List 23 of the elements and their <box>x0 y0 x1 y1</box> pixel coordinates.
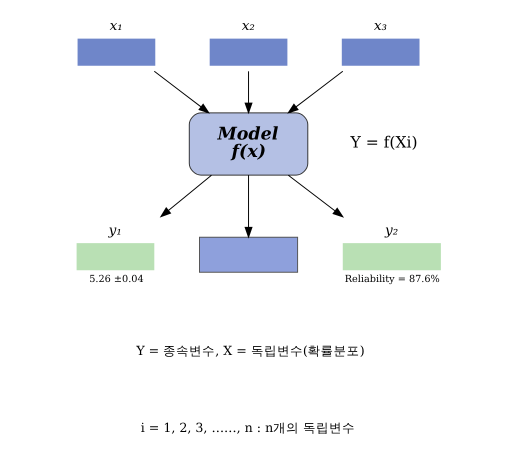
arrow <box>153 70 210 114</box>
arrow <box>159 174 212 218</box>
node-label: x₁ <box>109 18 122 34</box>
node-box <box>77 38 155 66</box>
node-label: 5.26 ±0.04 <box>88 274 144 285</box>
node-box <box>341 38 420 66</box>
label: Y = 종속변수, X = 독립변수(확률분포) <box>136 343 364 358</box>
label: Y = f(Xi) <box>350 134 418 152</box>
node-box <box>198 236 298 273</box>
arrow <box>244 174 252 239</box>
node-label: y₁ <box>108 222 122 239</box>
label: i = 1, 2, 3, ……, n : n개의 독립변수 <box>140 420 355 435</box>
arrow <box>287 174 344 218</box>
node-label: Reliability = 87.6% <box>344 274 440 285</box>
node-box: Model f(x) <box>188 112 308 176</box>
arrow <box>244 70 252 114</box>
node-box <box>209 38 287 66</box>
arrow <box>286 70 343 114</box>
node-label: x₂ <box>241 18 254 34</box>
node-box <box>342 243 440 270</box>
node-label: y₂ <box>384 222 398 239</box>
node-box <box>76 243 154 270</box>
node-label: x₃ <box>373 18 386 34</box>
